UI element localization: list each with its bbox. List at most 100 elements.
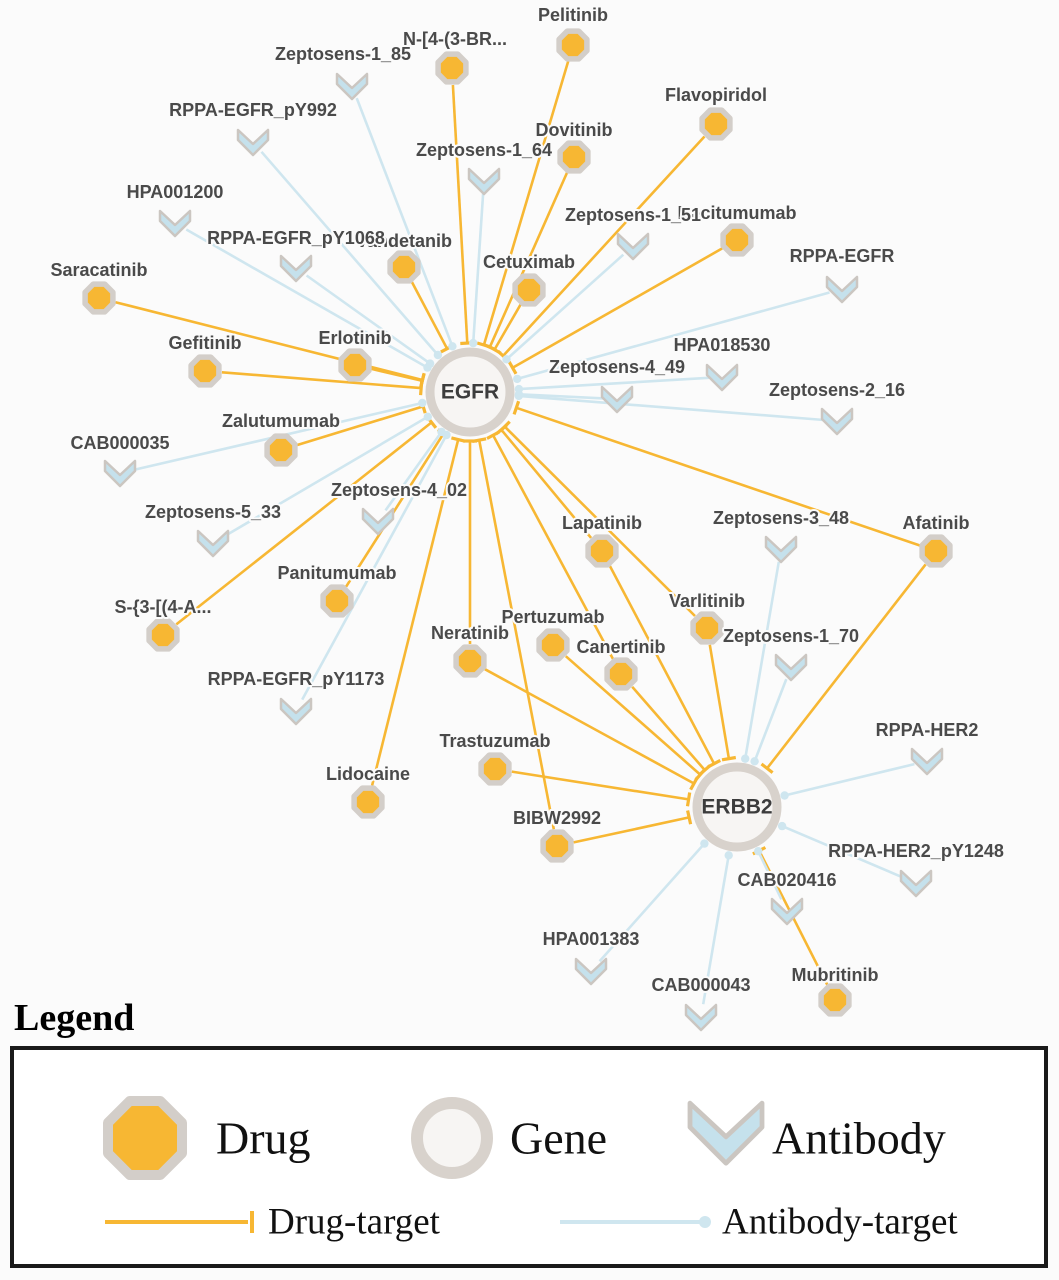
edge-bibw2992-erbb2	[573, 816, 690, 844]
antibody-node-rppa-her2-py1248[interactable]	[899, 869, 933, 898]
gene-node-label: EGFR	[441, 381, 499, 404]
antibody-node-rppa-her2[interactable]	[910, 747, 944, 776]
drug-node-lidocaine[interactable]	[351, 785, 385, 819]
antibody-node-cab020416[interactable]	[770, 897, 804, 926]
antibody-target-dot	[699, 1216, 711, 1228]
drug-node-panitumumab[interactable]	[320, 584, 354, 618]
drug-node-canertinib[interactable]	[604, 657, 638, 691]
antibody-node-zeptosens-1-64[interactable]	[467, 167, 501, 196]
antibody-node-zeptosens-5-33[interactable]	[196, 529, 230, 558]
node-label-necitumumab: Necitumumab	[677, 203, 796, 223]
edge-zeptosens-1-70-erbb2	[753, 678, 788, 762]
drug-target-tee-icon	[419, 373, 426, 388]
drug-node-dovitinib[interactable]	[557, 140, 591, 174]
gene-node-erbb2[interactable]	[692, 762, 782, 852]
edge-gefitinib-egfr	[221, 371, 422, 390]
antibody-node-zeptosens-1-85[interactable]	[335, 72, 369, 101]
drug-node-zalutumumab[interactable]	[264, 433, 298, 467]
edge-zeptosens-1-85-egfr	[355, 97, 454, 347]
node-label-zeptosens-1-64: Zeptosens-1_64	[416, 140, 552, 160]
edge-cab000043-erbb2	[701, 855, 730, 1005]
drug-target-tee-icon	[512, 400, 521, 415]
drug-node-gefitinib[interactable]	[188, 354, 222, 388]
antibody-node-rppa-egfr-py1173[interactable]	[279, 697, 313, 726]
antibody-node-hpa018530[interactable]	[705, 363, 739, 392]
drug-node-necitumumab[interactable]	[720, 223, 754, 257]
antibody-node-zeptosens-1-51[interactable]	[616, 232, 650, 261]
drug-node-n-4-3-br[interactable]	[435, 51, 469, 85]
antibody-target-dot-icon	[741, 754, 750, 763]
antibody-node-rppa-egfr-py1068[interactable]	[279, 254, 313, 283]
drug-node-varlitinib[interactable]	[690, 611, 724, 645]
drug-node-vandetanib[interactable]	[387, 250, 421, 284]
edge-erlotinib-egfr	[371, 367, 423, 383]
edge-lapatinib-erbb2	[608, 565, 716, 765]
edge-zeptosens-4-02-egfr	[384, 431, 443, 512]
node-label-erlotinib: Erlotinib	[319, 328, 392, 348]
antibody-node-zeptosens-2-16[interactable]	[820, 407, 854, 436]
edge-flavopiridol-egfr	[502, 135, 706, 357]
drug-node-lapatinib[interactable]	[585, 534, 619, 568]
drug-target-tee-icon	[498, 420, 511, 433]
antibody-node-rppa-egfr[interactable]	[825, 275, 859, 304]
drug-node-trastuzumab[interactable]	[478, 752, 512, 786]
drug-node-mubritinib[interactable]	[818, 983, 852, 1017]
drug-node-erlotinib[interactable]	[338, 348, 372, 382]
antibody-node-hpa001200[interactable]	[158, 209, 192, 238]
gene-swatch-icon	[411, 1097, 493, 1179]
edge-zeptosens-4-49-egfr	[518, 393, 605, 400]
node-label-zalutumumab: Zalutumumab	[222, 411, 340, 431]
antibody-node-hpa001383[interactable]	[574, 957, 608, 986]
drug-node-flavopiridol[interactable]	[699, 107, 733, 141]
edge-cetuximab-egfr	[493, 304, 522, 351]
edge-bibw2992-egfr	[477, 439, 556, 830]
antibody-node-zeptosens-3-48[interactable]	[764, 535, 798, 564]
antibody-target-dot-icon	[514, 391, 523, 401]
antibody-target-dot-icon	[750, 757, 759, 766]
antibody-node-cab000043[interactable]	[684, 1003, 718, 1032]
antibody-node-rppa-egfr-py992[interactable]	[236, 128, 270, 157]
drug-node-cetuximab[interactable]	[512, 273, 546, 307]
antibody-node-zeptosens-4-02[interactable]	[361, 507, 395, 536]
edge-zeptosens-1-51-egfr	[505, 253, 625, 361]
edge-cab020416-erbb2	[757, 850, 783, 900]
drug-node-pelitinib[interactable]	[556, 28, 590, 62]
drug-node-neratinib[interactable]	[453, 644, 487, 678]
gene-node-egfr[interactable]	[425, 347, 515, 437]
node-label-rppa-her2-py1248: RPPA-HER2_pY1248	[828, 841, 1004, 861]
drug-node-s-3-4-a[interactable]	[146, 618, 180, 652]
edge-dovitinib-egfr	[488, 171, 569, 348]
node-label-rppa-egfr-py992: RPPA-EGFR_pY992	[169, 100, 337, 120]
legend-antibody-target-label: Antibody-target	[722, 1202, 958, 1243]
antibody-target-dot-icon	[423, 412, 432, 421]
antibody-node-zeptosens-4-49[interactable]	[600, 385, 634, 414]
legend-antibody-label: Antibody	[772, 1113, 946, 1164]
node-layer	[82, 28, 953, 1032]
drug-target-tee-icon	[472, 437, 487, 443]
node-label-n-4-3-br: N-[4-(3-BR...	[403, 29, 507, 49]
node-label-pelitinib: Pelitinib	[538, 5, 608, 25]
drug-node-afatinib[interactable]	[919, 534, 953, 568]
node-label-hpa018530: HPA018530	[674, 335, 771, 355]
drug-node-bibw2992[interactable]	[540, 829, 574, 863]
edge-lidocaine-egfr	[370, 439, 460, 786]
node-label-zeptosens-2-16: Zeptosens-2_16	[769, 380, 905, 400]
drug-node-saracatinib[interactable]	[82, 281, 116, 315]
drug-node-pertuzumab[interactable]	[536, 628, 570, 662]
edge-zeptosens-3-48-erbb2	[743, 561, 781, 759]
drug-target-tee-icon	[507, 360, 518, 375]
legend-title: Legend	[14, 997, 134, 1039]
gene-node-label: ERBB2	[701, 796, 772, 819]
node-label-rppa-her2: RPPA-HER2	[876, 720, 979, 740]
antibody-node-zeptosens-1-70[interactable]	[774, 653, 808, 682]
antibody-target-dot-icon	[418, 398, 427, 408]
node-label-rppa-egfr-py1173: RPPA-EGFR_pY1173	[208, 669, 385, 689]
node-label-bibw2992: BIBW2992	[513, 808, 601, 828]
antibody-target-dot-icon	[780, 791, 789, 800]
node-label-lapatinib: Lapatinib	[562, 513, 642, 533]
antibody-target-dot-icon	[433, 350, 443, 360]
edge-n-4-3-br-egfr	[451, 84, 469, 344]
node-label-mubritinib: Mubritinib	[792, 965, 879, 985]
antibody-node-cab000035[interactable]	[103, 459, 137, 488]
